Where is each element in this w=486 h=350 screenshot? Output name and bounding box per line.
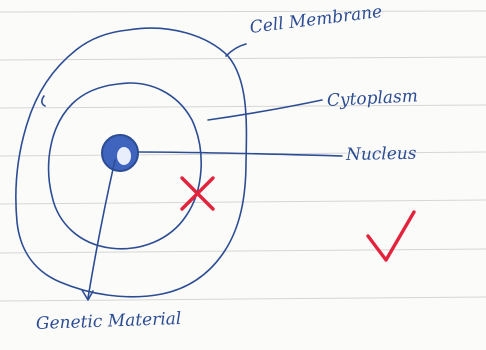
genetic-material-leader-line: [87, 159, 116, 299]
membrane-leader-line: [225, 43, 247, 57]
arrowhead: [81, 289, 94, 301]
correct-mark: [366, 210, 416, 262]
ruled-line: [0, 10, 486, 13]
genetic-material-label: Genetic Material: [35, 308, 182, 334]
nucleus-leader-line: [137, 151, 343, 157]
nucleus-label: Nucleus: [345, 143, 417, 165]
cytoplasm-outline: [47, 82, 202, 250]
ruled-line: [0, 296, 486, 302]
ruled-line: [0, 56, 486, 61]
cytoplasm-label: Cytoplasm: [326, 86, 419, 111]
ruled-line: [0, 248, 486, 254]
wrong-mark: [180, 176, 215, 211]
cell-membrane-outline: [15, 27, 248, 298]
cytoplasm-leader-line: [207, 99, 323, 121]
ruled-line: [0, 104, 486, 109]
nucleus-highlight: [117, 147, 131, 165]
membrane-mark: [41, 95, 46, 107]
